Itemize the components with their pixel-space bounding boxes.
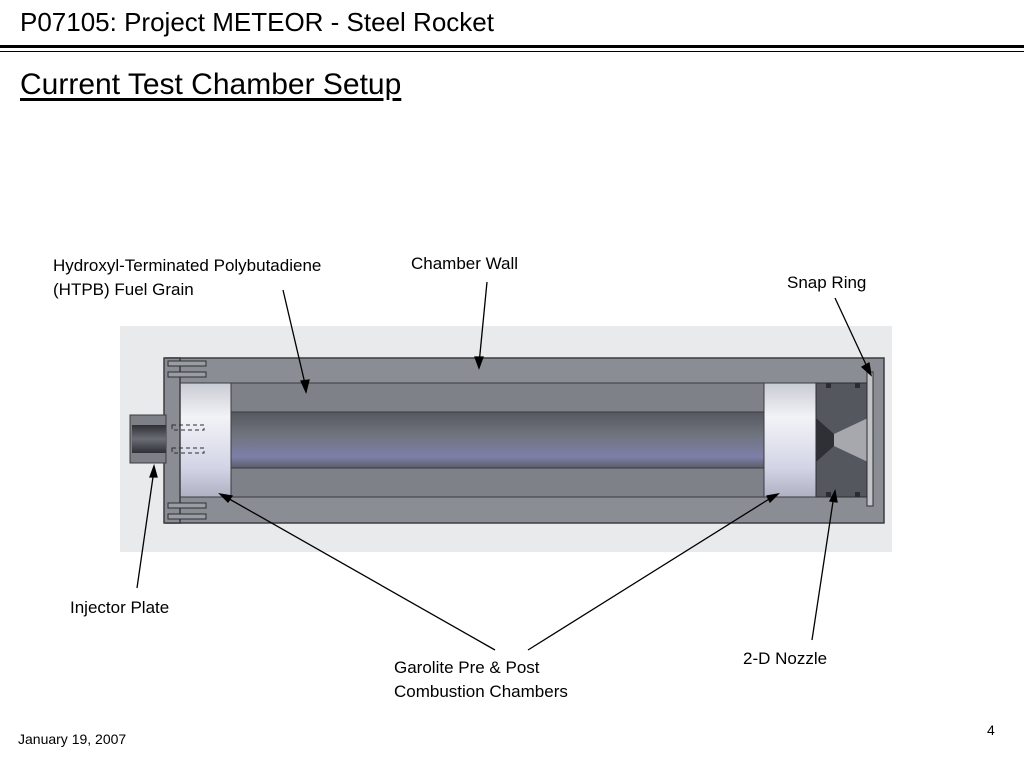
slide-title: Current Test Chamber Setup bbox=[20, 68, 402, 101]
fuel-grain-bore bbox=[229, 411, 766, 469]
header-title: P07105: Project METEOR - Steel Rocket bbox=[20, 7, 494, 37]
post-combustion-chamber-shape bbox=[763, 382, 817, 498]
header-rule-thin bbox=[0, 51, 1024, 52]
label-nozzle: 2-D Nozzle bbox=[743, 649, 828, 668]
label-garolite-line1: Garolite Pre & Post bbox=[394, 658, 540, 677]
nozzle-exit bbox=[834, 418, 868, 462]
injector-port-bore bbox=[132, 425, 166, 453]
snap-ring-shape bbox=[866, 371, 874, 507]
label-garolite-line2: Combustion Chambers bbox=[394, 682, 568, 701]
pre-combustion-chamber-shape bbox=[177, 382, 232, 498]
label-fuel-grain-line2: (HTPB) Fuel Grain bbox=[53, 280, 194, 299]
label-chamber-wall: Chamber Wall bbox=[411, 254, 519, 273]
label-injector-plate: Injector Plate bbox=[70, 598, 170, 617]
footer-date: January 19, 2007 bbox=[18, 731, 127, 747]
label-fuel-grain-line1: Hydroxyl-Terminated Polybutadiene bbox=[53, 256, 322, 275]
label-snap-ring: Snap Ring bbox=[787, 273, 867, 292]
leader-lines bbox=[136, 281, 872, 651]
nozzle-bolts bbox=[826, 383, 860, 497]
injector-bolts bbox=[167, 360, 207, 520]
header-rule-thick bbox=[0, 45, 1024, 48]
nozzle-throat bbox=[816, 418, 834, 462]
page-number: 4 bbox=[987, 722, 995, 738]
